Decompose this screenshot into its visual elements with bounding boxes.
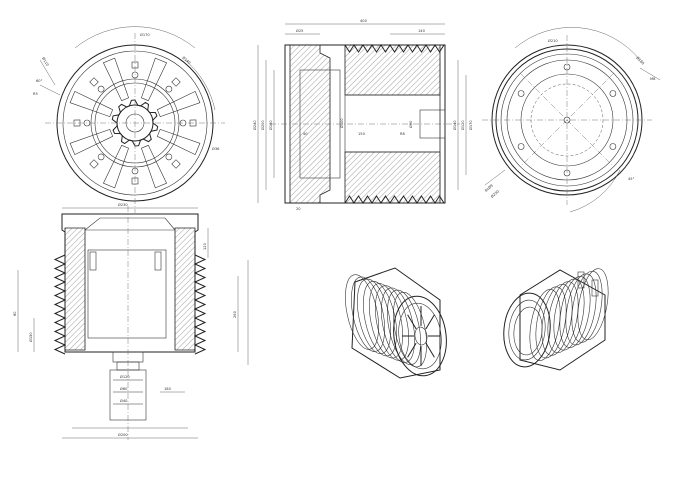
section-inner-0: 40 <box>303 132 308 136</box>
rear-hole <box>609 143 617 150</box>
front-hole <box>97 85 105 93</box>
lower-dim-6: 260 <box>233 310 237 318</box>
rect-pocket <box>171 159 181 169</box>
isometric-view-front <box>345 267 447 379</box>
rear-hole <box>517 90 525 97</box>
iso-face-slot <box>425 314 435 330</box>
front-hole <box>165 85 173 93</box>
front-view: Ø170 Ø140 Ø110 60° R5 Ø36 <box>33 26 225 213</box>
section-inner-5: 20 <box>296 207 301 211</box>
radial-slot <box>141 57 168 102</box>
section-dim-0: 400 <box>360 19 368 23</box>
front-dim-1: Ø140 <box>181 55 192 66</box>
rear-dim-2: M8 <box>650 77 656 81</box>
rect-pocket <box>89 159 99 169</box>
section-dim-2: 140 <box>418 29 426 33</box>
front-dim-2: Ø110 <box>41 56 51 68</box>
iso-thread-ring <box>553 278 585 351</box>
front-dim-3: 60° <box>36 79 43 83</box>
radial-slot <box>102 57 129 102</box>
iso-face-slot <box>407 314 417 330</box>
radial-slot <box>156 90 201 117</box>
iso-thread-ring <box>565 273 597 346</box>
iso-thread-ring <box>375 285 409 361</box>
thread-bottom-edge <box>344 195 445 204</box>
lower-dim-0: Ø230 <box>118 202 128 207</box>
section-side-2: Ø180 <box>268 120 273 130</box>
lower-dim-7: 120 <box>203 242 207 250</box>
iso-thread-ring <box>357 278 391 355</box>
iso-rear-thread-rings <box>529 268 609 361</box>
thread-profile <box>344 44 445 204</box>
section-dim-1: Ø25 <box>296 28 303 33</box>
iso-thread-ring <box>571 270 603 343</box>
iso-thread-ring <box>345 274 379 350</box>
radial-slot <box>69 90 114 117</box>
iso-face-slot <box>407 342 417 358</box>
rear-view: Ø210 Ø180 M8 8xØ9 Ø230 45° <box>482 27 661 213</box>
section-side-5: Ø170 <box>468 120 473 130</box>
rear-dim-5: 45° <box>628 177 635 181</box>
section-side-4: Ø120 <box>460 120 465 130</box>
lower-thread-right-edge <box>193 254 207 355</box>
radial-slot <box>69 129 114 156</box>
lower-dim-2: Ø120 <box>120 374 130 379</box>
lower-thread-left <box>53 254 67 355</box>
iso-thread-ring <box>577 268 609 341</box>
radial-slot <box>102 144 129 189</box>
rear-dim-4: Ø230 <box>489 188 500 199</box>
rear-dim-0: Ø210 <box>548 38 558 43</box>
iso-face-slot <box>425 342 435 358</box>
section-inner-2: R8 <box>400 132 405 136</box>
lower-dim-9: Ø150 <box>28 332 33 342</box>
section-inner-4: Ø60 <box>408 120 413 128</box>
rear-dim-1: Ø180 <box>635 55 646 66</box>
iso-thread-ring <box>381 287 415 363</box>
front-hole <box>97 153 105 161</box>
isometric-view-rear <box>503 268 609 371</box>
front-dim-0: Ø170 <box>140 32 150 37</box>
iso-thread-ring <box>351 276 385 352</box>
thread-top-edge <box>344 44 445 53</box>
lower-dim-4: Ø40 <box>120 398 128 403</box>
iso-front-face-slots <box>402 306 440 366</box>
radial-slot <box>156 129 201 156</box>
lower-dim-5: 80 <box>13 311 17 316</box>
section-side-1: Ø200 <box>260 120 265 130</box>
lower-dim-3: Ø60 <box>120 386 128 391</box>
iso-thread-ring <box>541 283 573 356</box>
lower-dim-8: 180 <box>164 387 172 391</box>
section-side-3: Ø140 <box>452 120 457 130</box>
front-dim-5: Ø36 <box>212 146 220 151</box>
radial-slot <box>141 144 168 189</box>
lower-dim-1: Ø200 <box>118 432 128 437</box>
lower-thread-right <box>193 254 207 355</box>
iso-thread-ring <box>393 291 427 368</box>
lower-thread-left-edge <box>53 254 67 355</box>
front-hole <box>165 153 173 161</box>
section-inner-3: Ø100 <box>339 118 344 128</box>
rect-pocket <box>171 77 181 87</box>
iso-thread-ring <box>535 286 567 359</box>
section-inner-1: 150 <box>358 132 366 136</box>
rear-dim-3: 8xØ9 <box>483 182 494 192</box>
lower-section-view: Ø230 Ø200 Ø120 Ø60 Ø40 80 260 120 180 Ø1… <box>13 202 249 440</box>
iso-thread-ring <box>363 280 397 357</box>
rear-hole <box>517 143 525 150</box>
section-side-0: Ø240 <box>252 120 257 130</box>
front-dim-4: R5 <box>33 92 38 96</box>
rear-hole <box>609 90 617 97</box>
section-view: 400 Ø25 140 Ø240 Ø200 Ø180 Ø140 Ø120 Ø17… <box>252 19 473 211</box>
rect-pocket <box>89 77 99 87</box>
iso-thread-ring <box>559 276 591 348</box>
